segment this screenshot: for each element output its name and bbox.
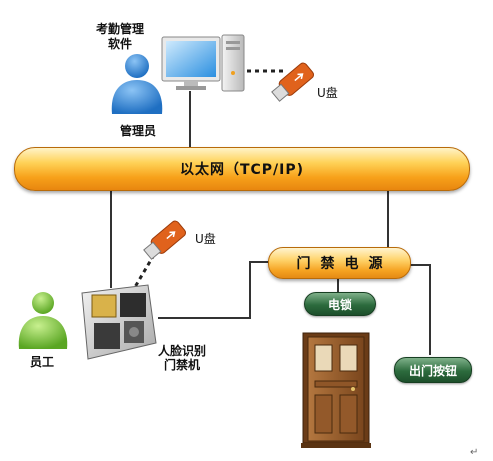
software-label-line1: 考勤管理: [95, 22, 144, 36]
face-recognition-terminal-icon: [81, 284, 157, 360]
computer-icon: [161, 34, 245, 92]
electric-lock-label: 电锁: [327, 297, 352, 312]
door-icon: [301, 332, 371, 448]
ethernet-bus-label: 以太网（TCP/IP): [179, 162, 305, 178]
ethernet-bus: 以太网（TCP/IP): [14, 147, 470, 191]
line-psu-to-exit-button: [409, 264, 431, 355]
employee-person-icon: [18, 292, 68, 349]
line-psu-to-terminal: [158, 261, 268, 319]
usb-drive-icon-mid: [143, 220, 187, 260]
admin-person-icon: [111, 54, 163, 114]
admin-label: 管理员: [119, 124, 156, 138]
face-terminal-label-line2: 门禁机: [163, 358, 200, 372]
usb-label-mid: U盘: [195, 232, 216, 246]
access-power-supply: 门禁电源: [268, 247, 411, 279]
software-label-line2: 软件: [107, 37, 132, 51]
usb-drive-icon-top: [271, 62, 315, 102]
employee-label: 员工: [29, 355, 54, 369]
electric-lock-badge: 电锁: [304, 292, 376, 316]
return-mark: ↵: [470, 447, 479, 458]
face-terminal-label-line1: 人脸识别: [157, 344, 206, 358]
exit-button-badge: 出门按钮: [394, 357, 472, 383]
usb-label-top: U盘: [317, 86, 338, 100]
exit-button-label: 出门按钮: [408, 363, 457, 378]
access-power-label: 门禁电源: [296, 256, 393, 272]
